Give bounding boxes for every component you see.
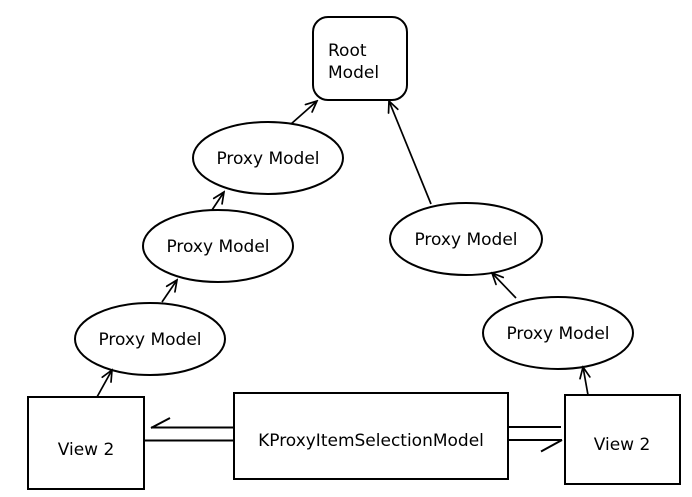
- half-arrowhead-right-icon: [540, 439, 563, 453]
- node-view-right: [564, 394, 681, 485]
- kproxy-item-selection-model-label: KProxyItemSelectionModel: [258, 431, 484, 451]
- half-arrowhead-left-icon: [150, 417, 171, 429]
- node-proxy-lower-right: [482, 296, 634, 370]
- node-proxy-upper-right: [389, 202, 543, 276]
- proxy-upper-right-label: Proxy Model: [414, 230, 517, 250]
- node-view-left: [27, 396, 145, 490]
- edge-proxy-bottom-left-to-proxy-middle-left: [161, 280, 177, 303]
- edge-proxy-top-left-to-root-model: [290, 101, 317, 125]
- proxy-bottom-left-label: Proxy Model: [98, 330, 201, 350]
- proxy-middle-left-label: Proxy Model: [166, 237, 269, 257]
- edge-proxy-upper-right-to-root-model: [389, 101, 432, 205]
- root-model-label-line2: Model: [328, 63, 379, 83]
- node-proxy-bottom-left: [74, 302, 226, 376]
- node-proxy-middle-left: [142, 209, 294, 283]
- edge-proxy-lower-right-to-proxy-upper-right: [492, 273, 517, 299]
- edge-view-right-to-proxy-lower-right: [583, 367, 588, 396]
- proxy-top-left-label: Proxy Model: [216, 149, 319, 169]
- view-right-label: View 2: [594, 435, 651, 455]
- edge-proxy-middle-left-to-proxy-top-left: [211, 192, 224, 211]
- node-proxy-top-left: [192, 121, 344, 195]
- view-left-label: View 2: [58, 440, 115, 460]
- node-root-model: [312, 16, 408, 101]
- edge-view-left-to-proxy-bottom-left: [96, 370, 112, 398]
- node-kproxy-item-selection-model: [233, 392, 509, 480]
- root-model-label-line1: Root: [328, 41, 367, 61]
- proxy-lower-right-label: Proxy Model: [506, 324, 609, 344]
